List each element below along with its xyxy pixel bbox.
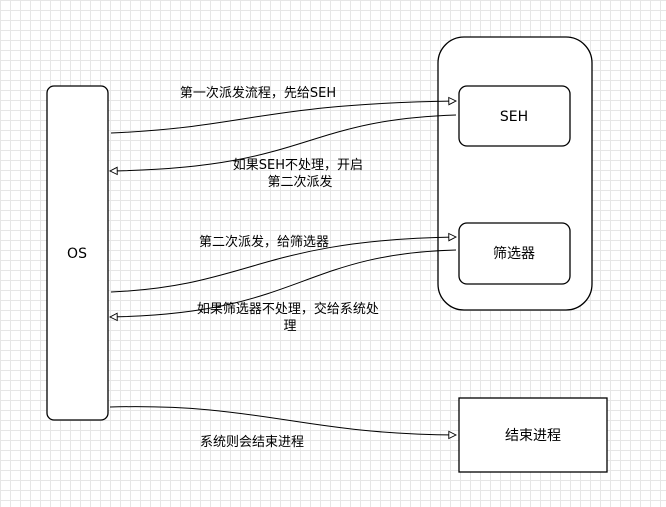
filter-node-label: 筛选器 xyxy=(493,246,535,262)
filter-node[interactable]: 筛选器 xyxy=(458,222,571,285)
edge-os-to-end-process-label: 系统则会结束进程 xyxy=(200,435,304,450)
filter-node-shape[interactable] xyxy=(458,222,571,285)
edge-seh-to-os[interactable] xyxy=(110,114,457,171)
edge-seh-to-os-label: 如果SEH不处理，开启 第二次派发 xyxy=(233,157,367,190)
end-process-node-shape[interactable] xyxy=(458,397,608,473)
end-process-node[interactable]: 结束进程 xyxy=(458,397,608,473)
edge-seh-to-os-label-line-1: 如果SEH不处理，开启 xyxy=(233,157,363,173)
end-process-node-label: 结束进程 xyxy=(505,428,561,444)
os-node[interactable]: OS xyxy=(46,85,109,421)
edge-seh-to-os-label-line-2: 第二次派发 xyxy=(267,174,332,190)
edge-os-to-end-process[interactable] xyxy=(109,406,456,435)
edge-filter-to-os-label-line-2: 理 xyxy=(283,319,296,334)
edge-os-to-filter-label: 第二次派发，给筛选器 xyxy=(199,234,329,250)
edge-os-to-seh-label: 第一次派发流程，先给SEH xyxy=(180,85,336,101)
edge-filter-to-os[interactable] xyxy=(110,249,457,317)
seh-node-label: SEH xyxy=(500,109,528,125)
edge-filter-to-os-label-line-1: 如果筛选器不处理，交给系统处 xyxy=(197,301,379,317)
os-node-label: OS xyxy=(67,246,87,262)
seh-node[interactable]: SEH xyxy=(458,85,571,147)
edge-filter-to-os-label: 如果筛选器不处理，交给系统处 理 xyxy=(197,301,383,334)
os-node-shape[interactable] xyxy=(46,85,109,421)
edge-os-to-filter[interactable] xyxy=(110,237,456,293)
edge-os-to-seh[interactable] xyxy=(110,101,456,134)
seh-node-shape[interactable] xyxy=(458,85,571,147)
